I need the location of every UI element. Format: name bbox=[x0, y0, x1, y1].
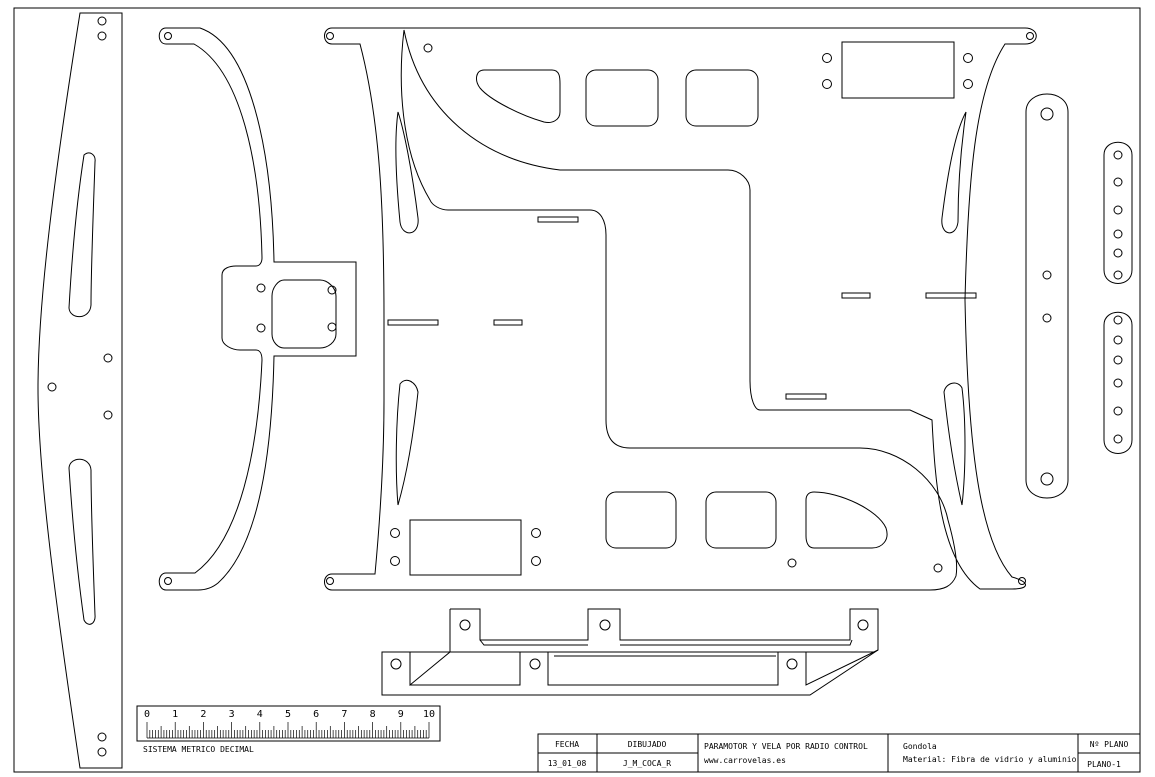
date-value: 13_01_08 bbox=[548, 759, 587, 768]
ruler-tick-label: 8 bbox=[370, 709, 376, 720]
sheet-number-header: Nº PLANO bbox=[1090, 740, 1129, 749]
ruler-tick-label: 9 bbox=[398, 709, 404, 720]
material-text: Material: Fibra de vidrio y aluminio bbox=[903, 755, 1077, 764]
part-small-strips bbox=[1103, 141, 1133, 454]
ruler-tick-label: 6 bbox=[313, 709, 319, 720]
ruler-tick-label: 7 bbox=[341, 709, 347, 720]
drawn-by-value: J_M_COCA_R bbox=[623, 759, 671, 768]
drawn-by-header: DIBUJADO bbox=[628, 740, 667, 749]
sheet-number-value: PLANO-1 bbox=[1087, 760, 1121, 769]
part-angle-bracket bbox=[381, 608, 879, 696]
ruler-tick-label: 4 bbox=[257, 709, 263, 720]
ruler-tick-label: 3 bbox=[229, 709, 235, 720]
ruler-tick-label: 2 bbox=[200, 709, 206, 720]
part-side-plate bbox=[37, 12, 123, 769]
project-title: PARAMOTOR Y VELA POR RADIO CONTROL bbox=[704, 742, 868, 751]
part-bracket-frame bbox=[158, 27, 357, 591]
ruler-tick-label: 1 bbox=[172, 709, 178, 720]
ruler-caption: SISTEMA METRICO DECIMAL bbox=[143, 745, 254, 754]
ruler-tick-label: 10 bbox=[423, 709, 435, 720]
project-website: www.carrovelas.es bbox=[704, 756, 786, 765]
drawing-frame bbox=[13, 7, 1141, 773]
ruler-tick-label: 0 bbox=[144, 709, 150, 720]
ruler-minor-ticks bbox=[146, 722, 430, 739]
part-main-frame bbox=[324, 27, 1037, 591]
date-header: FECHA bbox=[555, 740, 579, 749]
scale-ruler: 0 1 2 3 4 5 6 7 8 9 10 SISTEMA METRICO D… bbox=[136, 705, 441, 754]
ruler-tick-label: 5 bbox=[285, 709, 291, 720]
ruler-tick-labels: 0 1 2 3 4 5 6 7 8 9 10 bbox=[144, 709, 435, 720]
part-link-bar bbox=[1025, 93, 1069, 499]
part-name: Gondola bbox=[903, 742, 937, 751]
title-block: FECHA 13_01_08 DIBUJADO J_M_COCA_R PARAM… bbox=[537, 733, 1141, 773]
